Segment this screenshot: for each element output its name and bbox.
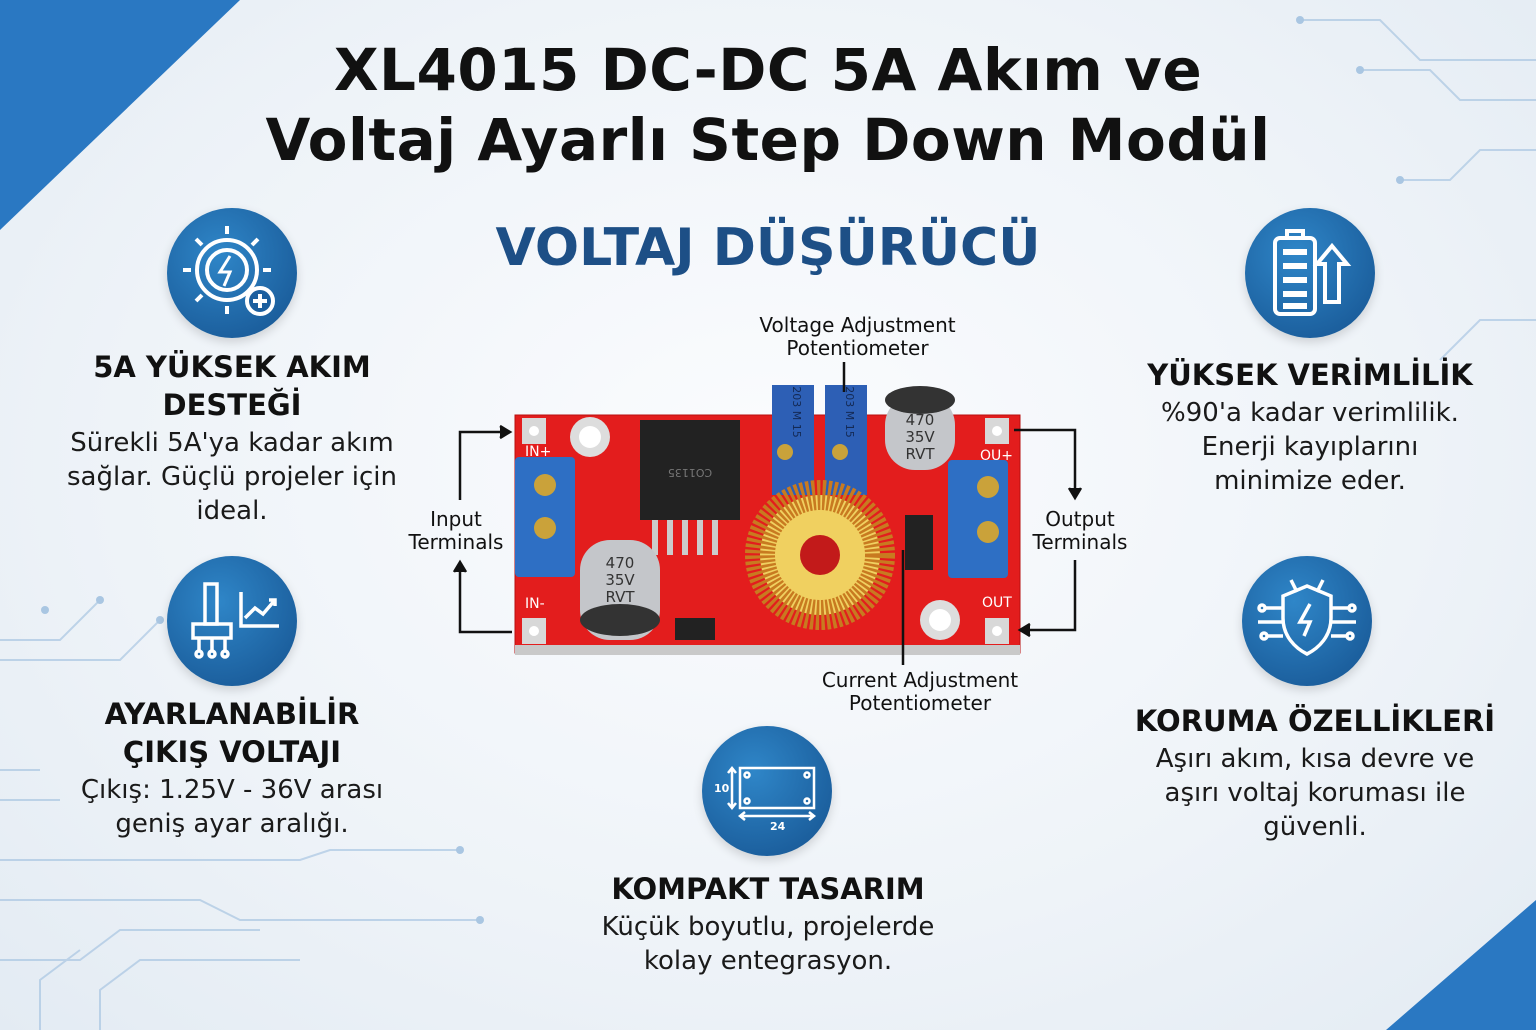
feature-compact: KOMPAKT TASARIM Küçük boyutlu, projelerd… xyxy=(558,870,978,978)
cap-text: 35V xyxy=(905,428,935,446)
potentiometer-chart-icon xyxy=(167,556,297,686)
label-voltage-potentiometer: Voltage Adjustment Potentiometer xyxy=(759,313,956,360)
corner-decoration xyxy=(1386,900,1536,1030)
label-output-terminals: Output Terminals xyxy=(1032,507,1128,554)
callout-lines xyxy=(452,362,1083,665)
current-potentiometer: 203 M 15 xyxy=(825,385,867,495)
regulator-ic: CO1135 xyxy=(640,420,740,555)
feature-title: YÜKSEK VERİMLİLİK xyxy=(1147,358,1473,392)
output-terminal-block xyxy=(948,460,1008,578)
pot-text: 203 M 15 xyxy=(790,386,803,437)
feature-title: KORUMA ÖZELLİKLERİ xyxy=(1134,704,1496,738)
feature-title: 5A YÜKSEK AKIM DESTEĞİ xyxy=(93,350,371,422)
corner-decoration xyxy=(0,0,240,230)
feature-desc: Çıkış: 1.25V - 36V arası geniş ayar aral… xyxy=(80,775,384,839)
battery-up-icon xyxy=(1245,208,1375,338)
pot-text: 203 M 15 xyxy=(843,386,856,437)
feature-title: AYARLANABİLİR ÇIKIŞ VOLTAJI xyxy=(104,697,360,769)
smd-chip xyxy=(675,618,715,640)
label-current-potentiometer: Current Adjustment Potentiometer xyxy=(821,668,1019,715)
capacitor-top: 470 35V RVT xyxy=(885,386,955,470)
toroid-inductor xyxy=(745,480,895,630)
cap-text: RVT xyxy=(905,445,935,463)
cap-text: 470 xyxy=(906,411,935,429)
silk-in-plus: IN+ xyxy=(525,444,551,460)
silk-in-minus: IN- xyxy=(525,596,545,612)
input-terminal-block xyxy=(515,457,575,577)
dimensions-icon: 10 24 xyxy=(702,726,832,856)
shield-circuit-icon xyxy=(1242,556,1372,686)
dim-width: 24 xyxy=(770,820,786,833)
page-title-line2: Voltaj Ayarlı Step Down Modül xyxy=(265,106,1271,174)
label-input-terminals: Input Terminals xyxy=(408,507,504,554)
voltage-potentiometer: 203 M 15 xyxy=(772,385,814,495)
page-title-line1: XL4015 DC-DC 5A Akım ve xyxy=(333,36,1203,104)
diode xyxy=(905,515,933,570)
dim-height: 10 xyxy=(714,782,730,795)
cap-text: RVT xyxy=(605,588,635,606)
feature-desc: Küçük boyutlu, projelerde kolay entegras… xyxy=(601,912,935,976)
feature-desc: %90'a kadar verimlilik. Enerji kayıpları… xyxy=(1161,398,1459,496)
silk-out-minus: OUT xyxy=(982,595,1012,611)
capacitor-bottom: 470 35V RVT xyxy=(580,540,660,640)
subtitle: VOLTAJ DÜŞÜRÜCÜ xyxy=(495,218,1041,278)
feature-adjustable-output: AYARLANABİLİR ÇIKIŞ VOLTAJI Çıkış: 1.25V… xyxy=(22,695,442,841)
cap-text: 35V xyxy=(605,571,635,589)
cap-text: 470 xyxy=(606,554,635,572)
module-board-diagram: CO1135 203 M 15 203 M 15 470 35V RVT 470… xyxy=(452,362,1083,665)
feature-desc: Sürekli 5A'ya kadar akım sağlar. Güçlü p… xyxy=(66,428,397,526)
gear-lightning-plus-icon xyxy=(167,208,297,338)
silk-out-plus: OU+ xyxy=(980,448,1013,464)
feature-protection: KORUMA ÖZELLİKLERİ Aşırı akım, kısa devr… xyxy=(1105,702,1525,844)
feature-high-current: 5A YÜKSEK AKIM DESTEĞİ Sürekli 5A'ya kad… xyxy=(22,348,442,528)
feature-title: KOMPAKT TASARIM xyxy=(611,872,925,906)
feature-efficiency: YÜKSEK VERİMLİLİK %90'a kadar verimlilik… xyxy=(1100,356,1520,498)
feature-desc: Aşırı akım, kısa devre ve aşırı voltaj k… xyxy=(1155,744,1475,842)
ic-text: CO1135 xyxy=(668,466,712,479)
